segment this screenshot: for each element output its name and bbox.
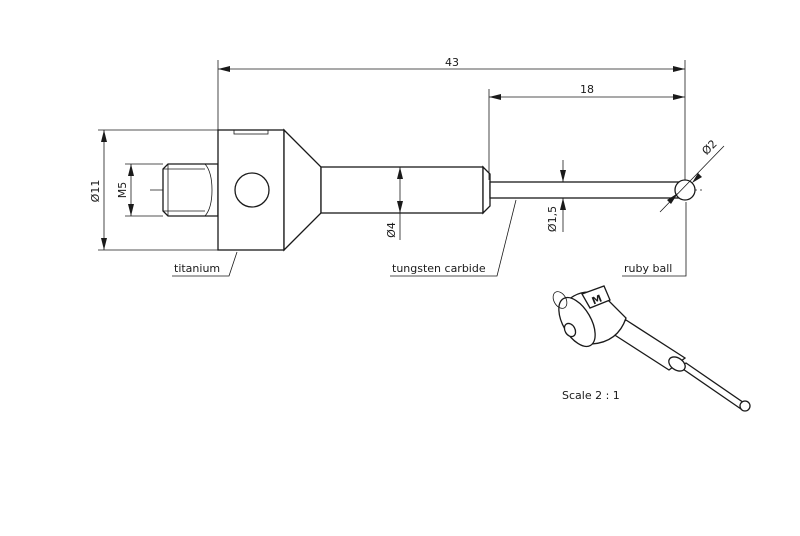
titanium-body <box>217 129 285 251</box>
dim-thread <box>125 163 163 217</box>
dim-overall-length <box>217 60 686 180</box>
dim-body-diameter <box>98 129 218 251</box>
dim-tip-diameter <box>560 160 566 232</box>
leader-ruby-ball <box>622 202 687 277</box>
label-titanium: titanium <box>174 262 220 275</box>
scale-label: Scale 2 : 1 <box>562 389 620 402</box>
dim-body-diameter-label: Ø11 <box>89 180 102 203</box>
dim-stem-diameter <box>397 167 403 240</box>
dim-stem-diameter-label: Ø4 <box>385 222 398 238</box>
dim-overall-length-label: 43 <box>445 56 459 69</box>
iso-view: M <box>552 285 751 412</box>
leader-tungsten-carbide <box>390 199 517 277</box>
leader-titanium <box>172 251 238 277</box>
dim-tip-length-label: 18 <box>580 83 594 96</box>
label-tungsten-carbide: tungsten carbide <box>392 262 486 275</box>
dim-tip-diameter-label: Ø1,5 <box>546 206 559 232</box>
thread-section <box>162 163 219 217</box>
label-ruby-ball: ruby ball <box>624 262 672 275</box>
cone <box>283 128 322 252</box>
dim-ball-diameter-label: Ø2 <box>699 137 719 157</box>
iso-logo-text: M <box>591 293 604 307</box>
dim-tip-length <box>488 89 685 180</box>
tip-shaft <box>489 181 681 199</box>
dim-thread-label: M5 <box>116 182 129 199</box>
stem-chamfer <box>482 165 491 215</box>
dim-ball-diameter <box>659 145 725 213</box>
stem <box>320 166 484 214</box>
